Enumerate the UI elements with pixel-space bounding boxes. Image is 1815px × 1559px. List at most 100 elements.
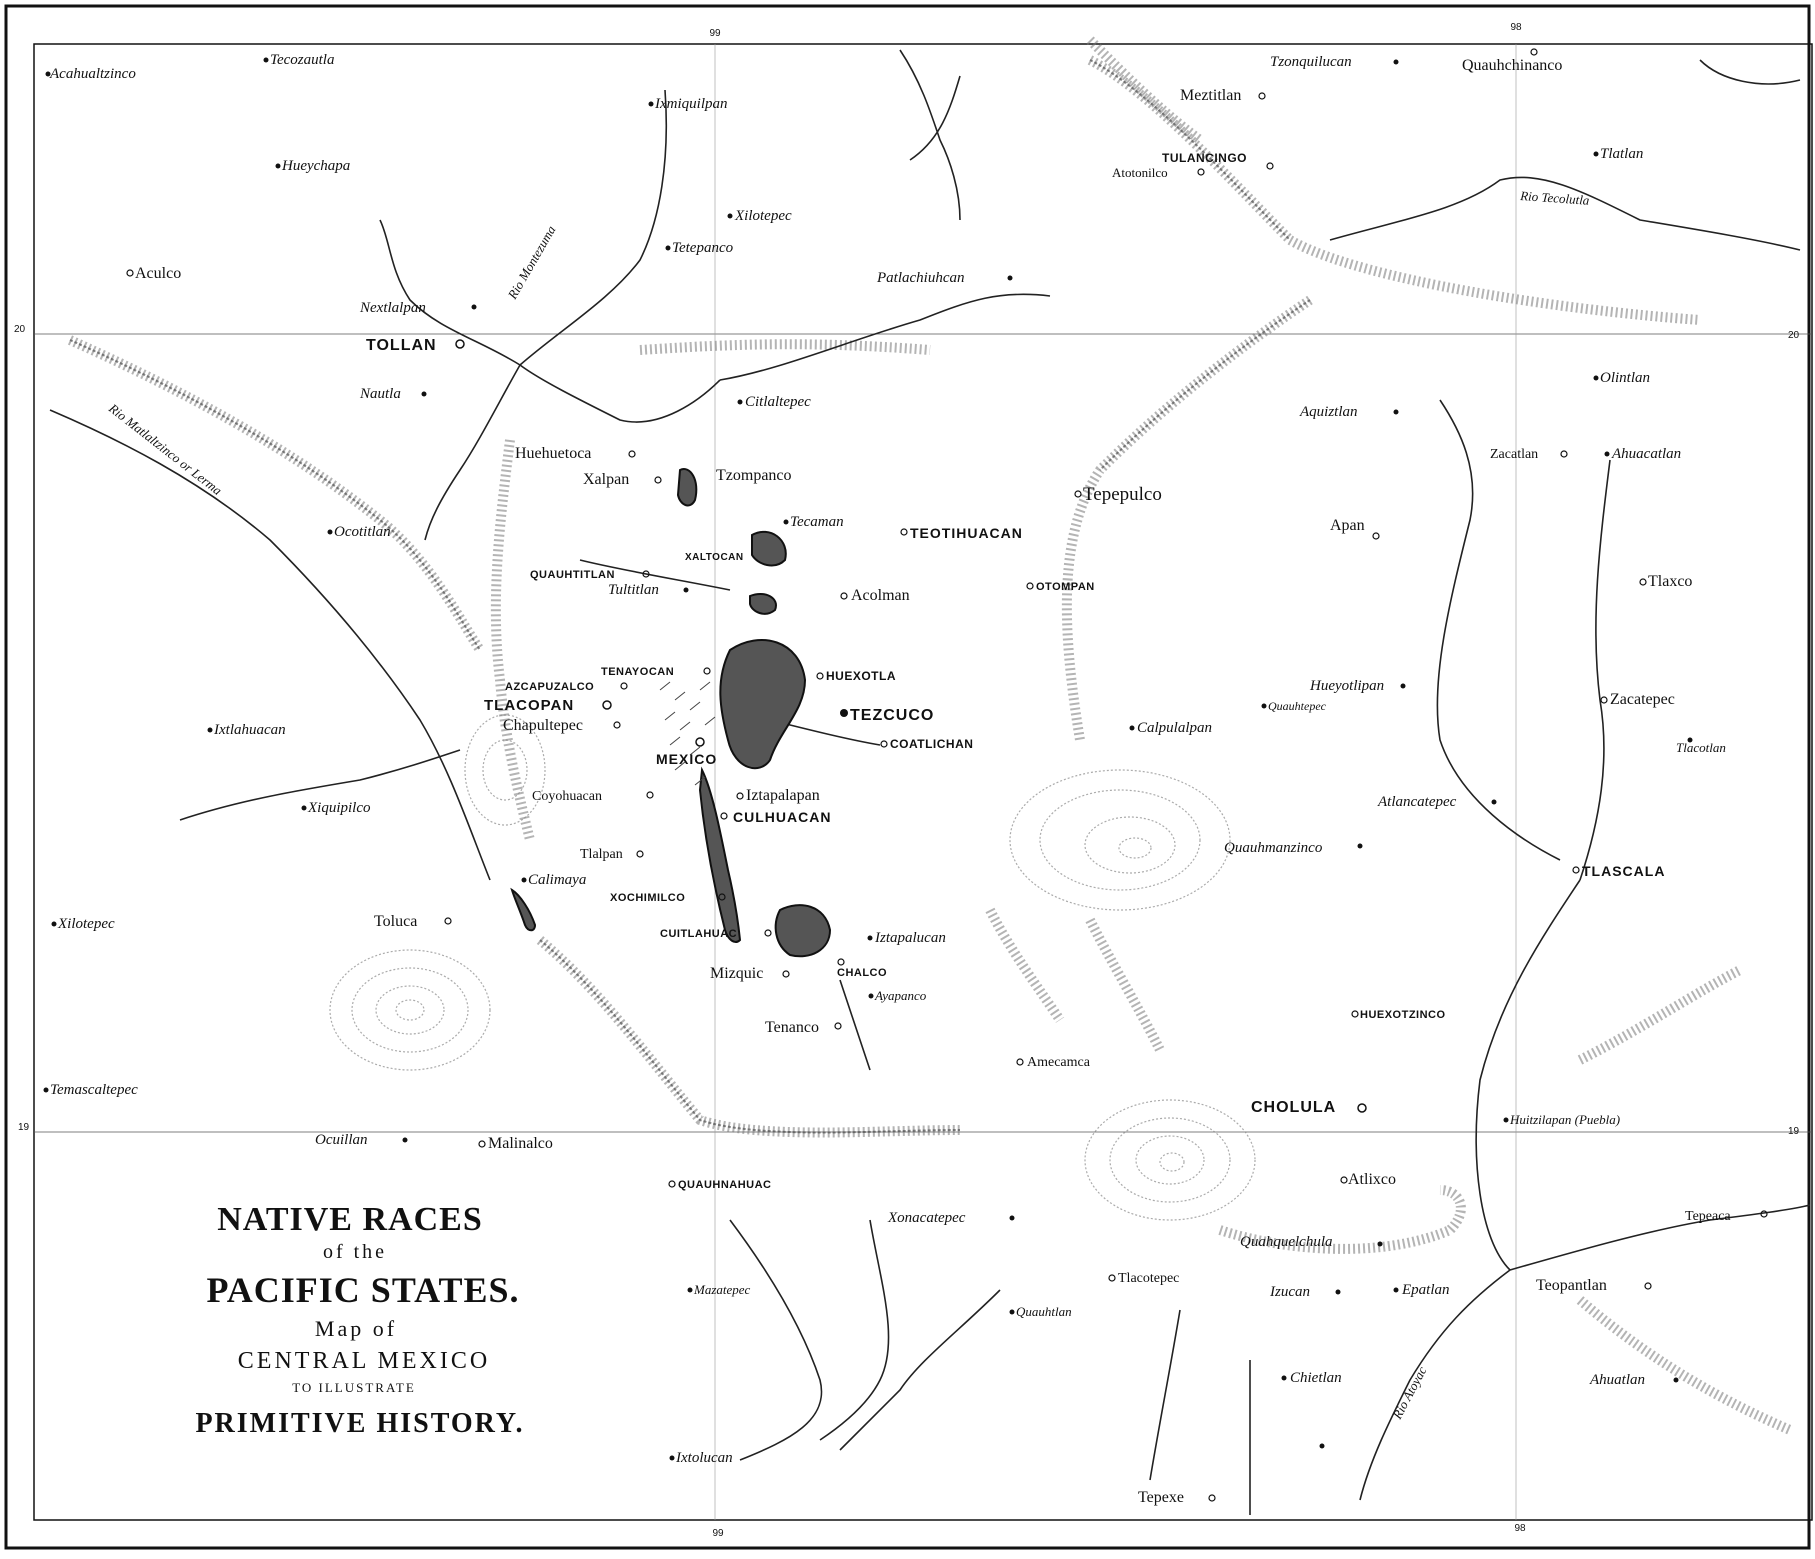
map-title-block: NATIVE RACES of the PACIFIC STATES. Map …: [195, 1201, 522, 1439]
lon-label-bottom-98: 98: [1514, 1523, 1526, 1534]
place-tepepulco: Tepepulco: [1083, 484, 1162, 505]
place-tzonquilucan: Tzonquilucan: [1270, 54, 1352, 70]
place-ocuillan: Ocuillan: [315, 1132, 368, 1148]
ridge-southeast: [1576, 1296, 1792, 1435]
river-label-tecolutla: Rio Tecolutla: [1519, 188, 1591, 208]
river-tecolutla: [1329, 176, 1801, 251]
ridge-south-core: [539, 939, 961, 1134]
ridge-tepepulco-core: [1099, 299, 1311, 471]
place-izucan: Izucan: [1269, 1284, 1310, 1300]
place-ocotitlan: Ocotitlan: [334, 524, 391, 540]
place-tepeaca: Tepeaca: [1685, 1209, 1731, 1224]
ridge-northeast-core: [1089, 59, 1291, 241]
place-calpulalpan: Calpulalpan: [1137, 720, 1212, 736]
place-ahuatlan: Ahuatlan: [1589, 1372, 1645, 1388]
ridge-north-plateau: [639, 339, 931, 355]
river-north-2: [899, 49, 961, 221]
place-aculco: Aculco: [135, 265, 181, 282]
ridge-malinche: [1577, 965, 1743, 1065]
place-tenayocan: TENAYOCAN: [601, 666, 674, 678]
place-ixtlahuacan: Ixtlahuacan: [213, 722, 286, 738]
river-ahuacatlan: [1579, 459, 1611, 881]
place-atlixco: Atlixco: [1348, 1171, 1396, 1188]
volcano-toluca: [329, 949, 491, 1071]
lake-tultitlan: [749, 592, 777, 615]
river-tula-east: [519, 364, 721, 423]
lat-label-left-20: 20: [14, 324, 26, 335]
place-tlatlan: Tlatlan: [1600, 146, 1643, 162]
place-mazatepec: Mazatepec: [693, 1282, 751, 1297]
place-olintlan: Olintlan: [1600, 370, 1650, 386]
place-quauhtitlan: QUAUHTITLAN: [530, 569, 615, 581]
lon-label-top-98: 98: [1510, 22, 1522, 33]
ridge-north-meztitlan: [1086, 36, 1204, 144]
place-atlancatepec: Atlancatepec: [1377, 794, 1457, 810]
place-huexotzinco: HUEXOTZINCO: [1360, 1009, 1446, 1021]
river-montezuma-upper: [379, 219, 521, 366]
place-hueychapa: Hueychapa: [281, 158, 350, 174]
place-tecozautla: Tecozautla: [270, 52, 334, 68]
title-central-mexico: CENTRAL MEXICO: [238, 1348, 490, 1374]
ridge-sierra-guadalupe: [490, 439, 535, 842]
place-otompan: OTOMPAN: [1036, 581, 1095, 593]
place-toluca: Toluca: [374, 913, 417, 930]
lat-label-left-19: 19: [18, 1122, 30, 1133]
place-quauhtepec: Quauhtepec: [1268, 699, 1327, 713]
ridge-iztapalucan: [985, 907, 1065, 1023]
place-tlaxco: Tlaxco: [1648, 573, 1692, 590]
place-citlaltepec: Citlaltepec: [745, 394, 811, 410]
place-tlacotlan: Tlacotlan: [1676, 740, 1726, 755]
volcano-iztaccihuatl: [1009, 769, 1231, 911]
lake-xaltocan: [751, 530, 787, 567]
place-ahuacatlan: Ahuacatlan: [1611, 446, 1681, 462]
lake-xochimilco: [698, 766, 742, 943]
graticule: 99 98 99 98 20 20 19 19: [14, 22, 1812, 1539]
place-hueyotlipan: Hueyotlipan: [1309, 678, 1384, 694]
place-iztapalucan: Iztapalucan: [874, 930, 946, 946]
place-quauhnahuac: QUAUHNAHUAC: [678, 1179, 772, 1191]
place-xonacatepec: Xonacatepec: [887, 1210, 966, 1226]
river-tepeaca: [1509, 1204, 1811, 1271]
place-labels: Acahualtzinco Tecozautla Ixmiquilpan Tzo…: [49, 52, 1731, 1506]
place-cholula: CHOLULA: [1251, 1099, 1336, 1116]
title-map-of: Map of: [315, 1316, 397, 1341]
river-chalco: [839, 979, 871, 1071]
river-south-3: [839, 1289, 1001, 1451]
place-huexotla: HUEXOTLA: [826, 669, 896, 683]
river-atoyac-lower: [1359, 1269, 1511, 1501]
lake-chalco: [774, 904, 832, 958]
place-cuitlahuac: CUITLAHUAC: [660, 928, 737, 940]
river-south-2: [819, 1219, 890, 1441]
place-ixmiquilpan: Ixmiquilpan: [654, 96, 728, 112]
place-quauhchinanco: Quauhchinanco: [1462, 57, 1562, 74]
place-patlachiuhcan: Patlachiuhcan: [876, 270, 964, 286]
river-west-tributary: [179, 749, 461, 821]
place-xaltocan: XALTOCAN: [685, 552, 744, 563]
river-tula-south: [424, 364, 521, 541]
place-quauhmanzinco: Quauhmanzinco: [1224, 840, 1323, 856]
place-quahquelchula: Quahquelchula: [1240, 1234, 1332, 1250]
place-coatlichan: COATLICHAN: [890, 737, 973, 751]
ridge-atlixco: [1218, 1185, 1466, 1254]
title-native-races: NATIVE RACES: [217, 1201, 482, 1238]
river-zacatlan: [1436, 399, 1561, 861]
place-ixtolucan: Ixtolucan: [675, 1450, 733, 1466]
place-ayapanco: Ayapanco: [874, 988, 927, 1003]
place-xilotepec-west: Xilotepec: [57, 916, 115, 932]
place-apan: Apan: [1330, 517, 1365, 534]
ridge-west: [67, 335, 485, 653]
place-quauhtlan: Quauhtlan: [1016, 1304, 1072, 1319]
ridge-tepepulco: [1061, 295, 1313, 741]
place-xalpan: Xalpan: [583, 471, 629, 488]
volcanoes: [329, 714, 1256, 1221]
river-north-1: [909, 75, 961, 161]
place-calimaya: Calimaya: [528, 872, 586, 888]
place-acolman: Acolman: [851, 587, 910, 604]
place-chalco: CHALCO: [837, 967, 887, 979]
place-tzompanco: Tzompanco: [716, 467, 792, 484]
ridge-amecamca: [1085, 917, 1165, 1053]
place-tlacopan: TLACOPAN: [484, 697, 574, 714]
place-tollan: TOLLAN: [366, 337, 437, 354]
place-tetepanco: Tetepanco: [672, 240, 734, 256]
ridge-west-core: [69, 339, 481, 651]
